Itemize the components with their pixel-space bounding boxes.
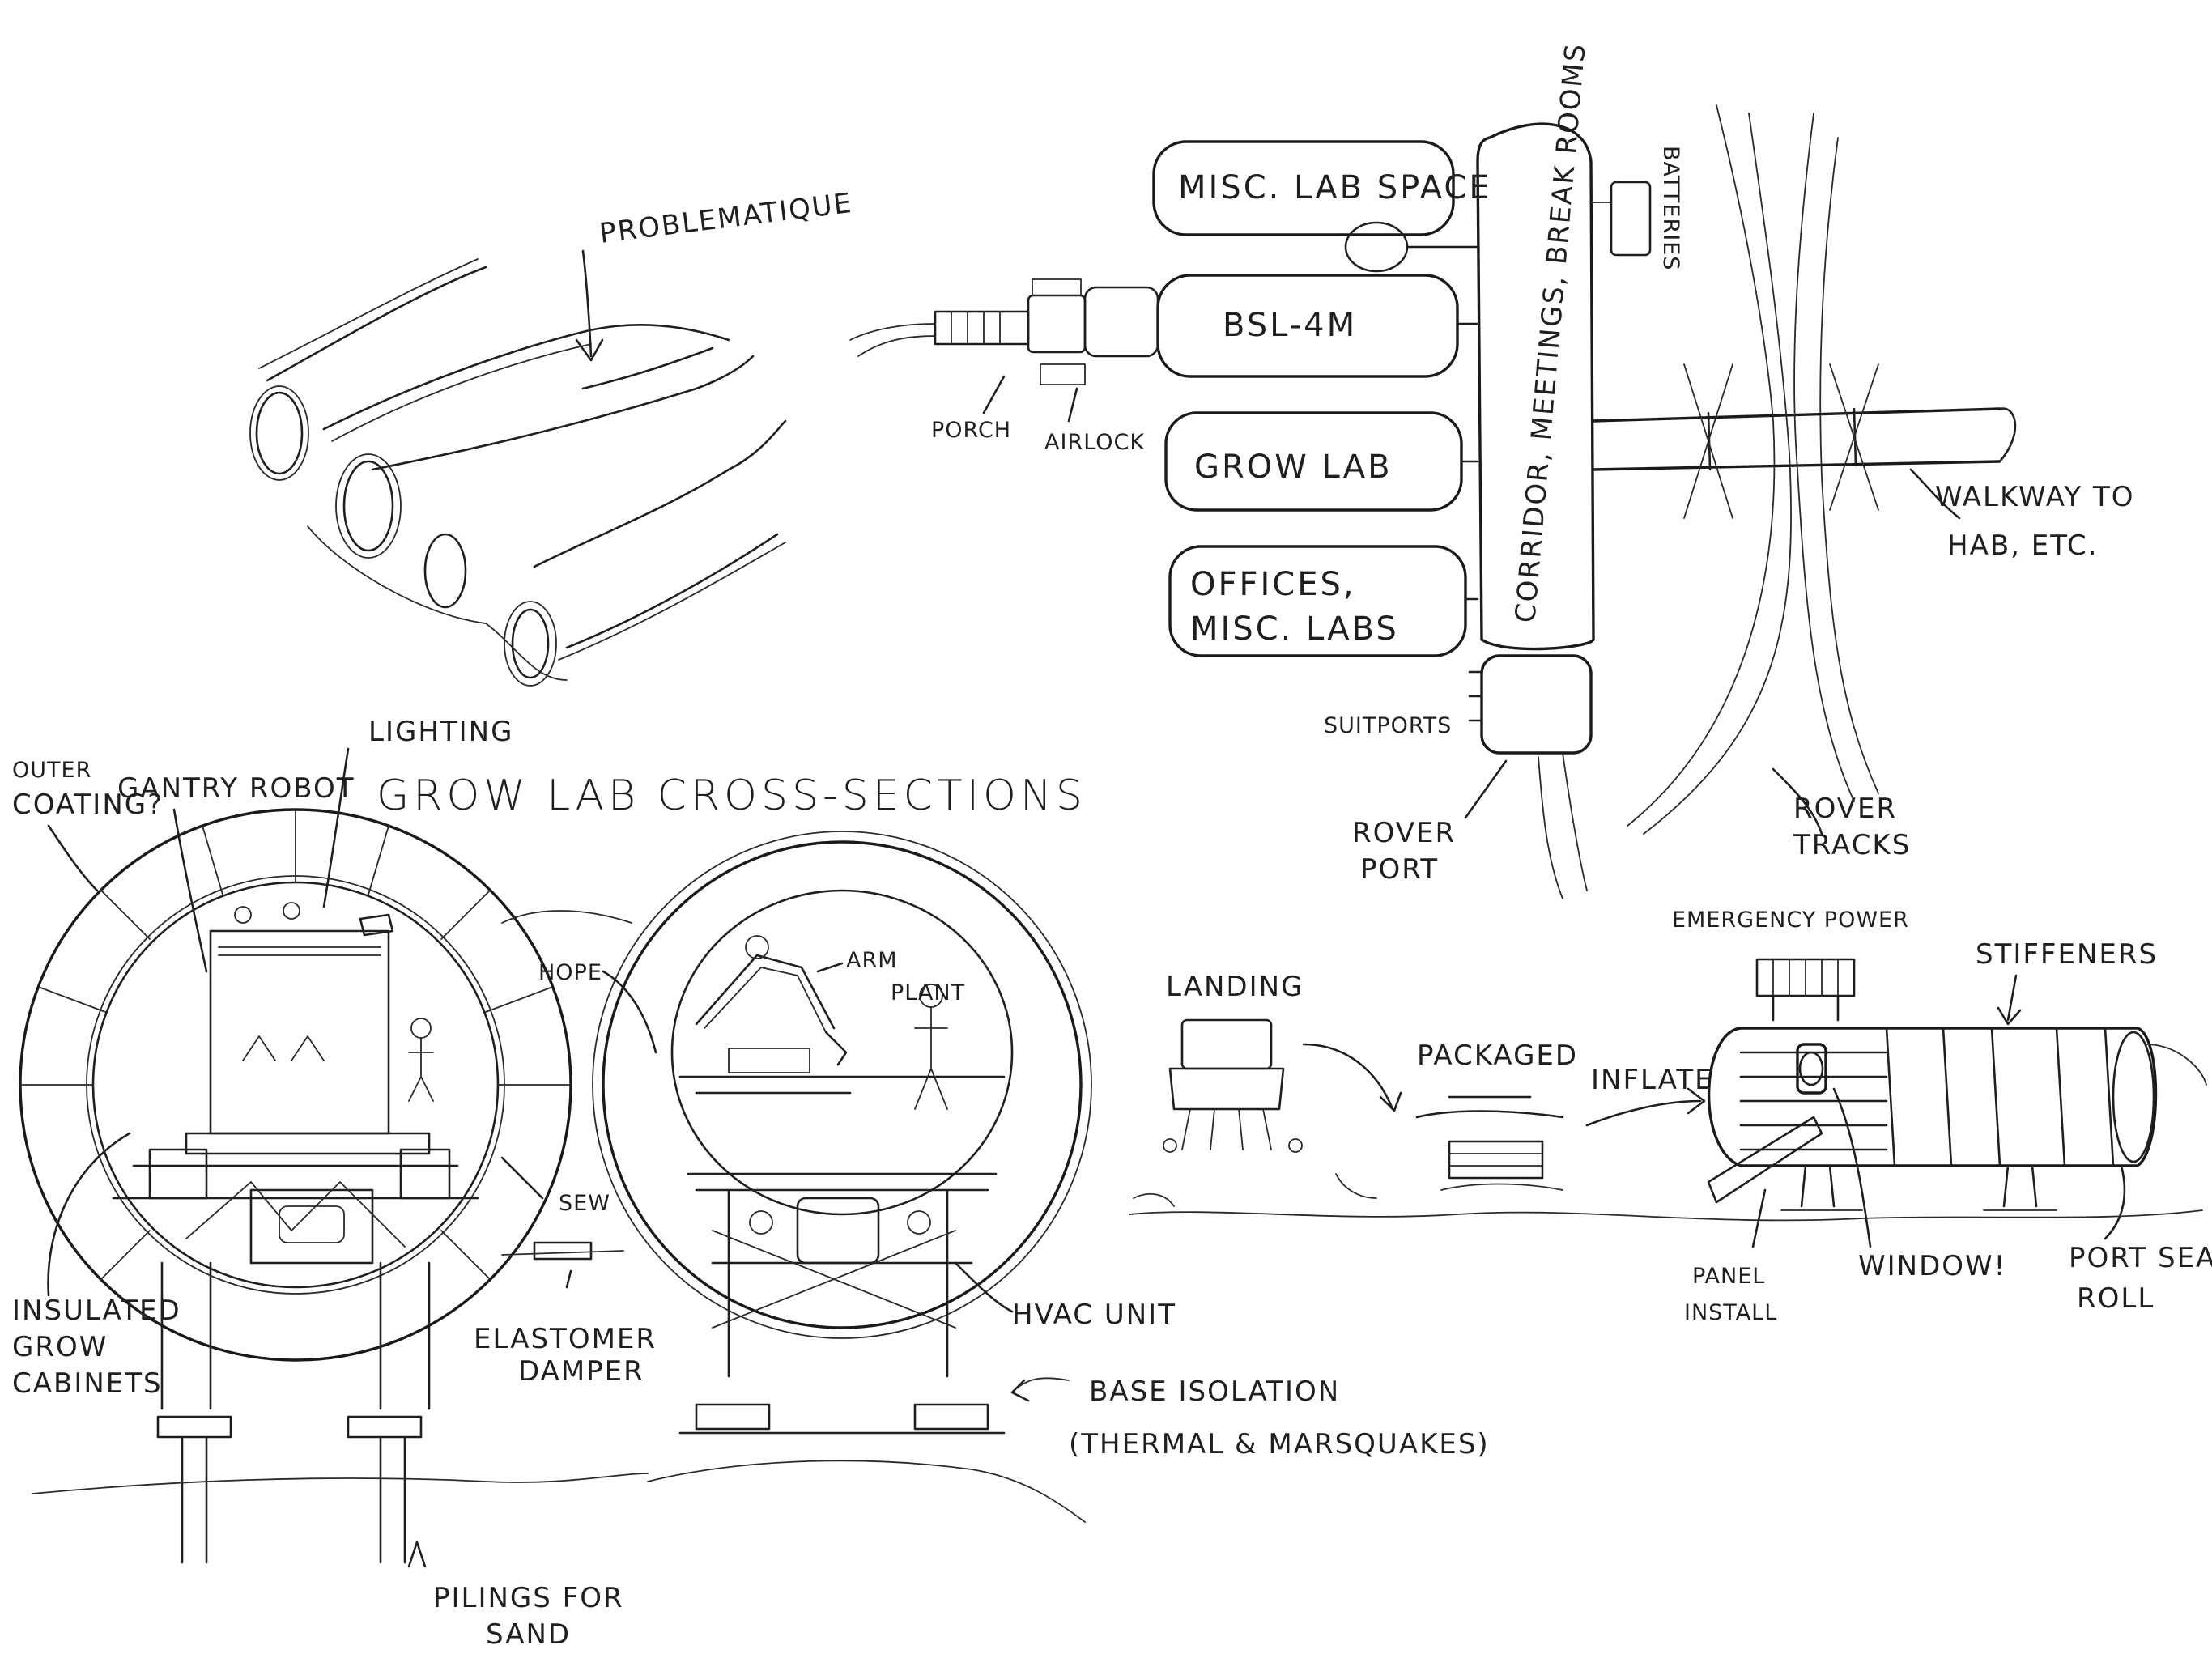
base-isolation-label-line1: BASE ISOLATION: [1089, 1375, 1340, 1408]
deployment-sequence: LANDING PACKAGED INFLATE EMERGENCY POWER: [1129, 908, 2212, 1325]
inflate-label: INFLATE: [1591, 1064, 1714, 1096]
floor-plan: CORRIDOR, MEETINGS, BREAK ROOMS BATTERIE…: [849, 41, 2135, 899]
pilings-label-line2: SAND: [486, 1618, 571, 1651]
rover-tracks-label-line1: ROVER: [1793, 793, 1897, 825]
base-isolation-label-line2: (THERMAL & MARSQUAKES): [1069, 1428, 1490, 1460]
port-seal-label-line2: ROLL: [2077, 1282, 2155, 1315]
plant-label: PLANT: [891, 980, 965, 1005]
porch-label: PORCH: [931, 418, 1011, 443]
gantry-robot-label: GANTRY ROBOT: [117, 772, 355, 805]
stiffeners-label: STIFFENERS: [1976, 938, 2158, 971]
room-offices-line1: OFFICES,: [1190, 566, 1356, 603]
elastomer-label-line1: ELASTOMER: [474, 1323, 657, 1355]
batteries-label: BATTERIES: [1658, 146, 1683, 270]
outer-coating-label-line2: COATING?: [12, 789, 164, 821]
outer-coating-label-line1: OUTER: [12, 758, 91, 783]
rover-port-label-line2: PORT: [1360, 853, 1439, 886]
airlock-label: AIRLOCK: [1044, 430, 1145, 455]
cross-section-title: GROW LAB CROSS-SECTIONS: [376, 772, 1087, 820]
pilings-label-line1: PILINGS FOR: [433, 1582, 624, 1614]
problematique-label: PROBLEMATIQUE: [598, 187, 854, 250]
panel-install-label-line2: INSTALL: [1684, 1300, 1777, 1325]
landing-label: LANDING: [1166, 971, 1304, 1003]
arm-label: ARM: [846, 948, 898, 973]
packaged-label: PACKAGED: [1417, 1039, 1578, 1072]
rover-port-label-line1: ROVER: [1352, 817, 1456, 849]
corridor-label: CORRIDOR, MEETINGS, BREAK ROOMS: [1509, 41, 1593, 624]
panel-install-label-line1: PANEL: [1692, 1264, 1765, 1289]
room-misc-lab-space: MISC. LAB SPACE: [1178, 169, 1492, 206]
grow-lab-cross-sections: GROW LAB CROSS-SECTIONS OUTER COATING? G…: [12, 716, 1490, 1651]
elastomer-label-line2: DAMPER: [518, 1355, 644, 1388]
problematique-sketch: PROBLEMATIQUE: [249, 187, 854, 687]
window-label: WINDOW!: [1858, 1250, 2006, 1282]
sew-label: SEW: [559, 1191, 610, 1216]
hvac-label: HVAC UNIT: [1012, 1299, 1176, 1331]
room-offices-line2: MISC. LABS: [1190, 610, 1399, 648]
room-bsl-4m: BSL-4M: [1223, 307, 1357, 344]
rover-tracks-label-line2: TRACKS: [1793, 829, 1911, 861]
insulated-label-line2: GROW: [12, 1331, 108, 1363]
insulated-label-line3: CABINETS: [12, 1367, 163, 1400]
walkway-label-line2: HAB, ETC.: [1947, 529, 2099, 562]
insulated-label-line1: INSULATED: [12, 1295, 181, 1327]
emergency-power-label: EMERGENCY POWER: [1672, 908, 1909, 933]
port-seal-label-line1: PORT SEAL: [2069, 1242, 2212, 1274]
suitports-label: SUITPORTS: [1324, 713, 1452, 738]
room-grow-lab: GROW LAB: [1194, 449, 1393, 486]
hope-label: HOPE: [538, 960, 602, 985]
lighting-label: LIGHTING: [368, 716, 513, 748]
walkway-label-line1: WALKWAY TO: [1935, 481, 2135, 513]
